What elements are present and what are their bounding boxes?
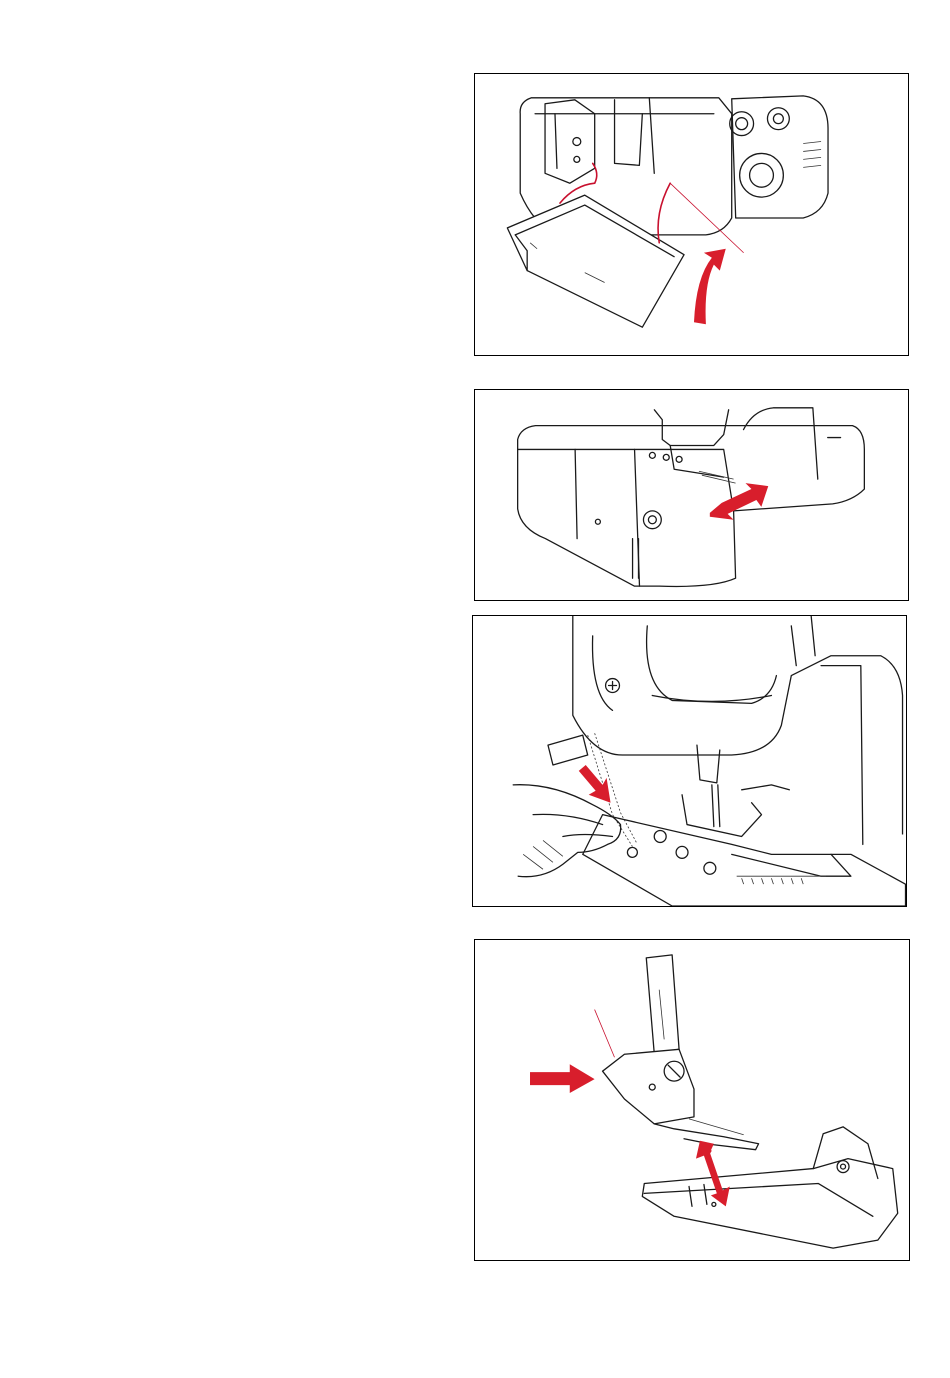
width-adjust-illustration: [475, 390, 908, 600]
thread-chain-illustration: [473, 616, 906, 906]
waste-tray-illustration: [475, 74, 908, 355]
foot-release-illustration: [475, 940, 909, 1260]
figure-thread-chain: [472, 615, 907, 907]
figure-foot-release: [474, 939, 910, 1261]
figure-width-adjust: [474, 389, 909, 601]
figure-waste-tray: [474, 73, 909, 356]
